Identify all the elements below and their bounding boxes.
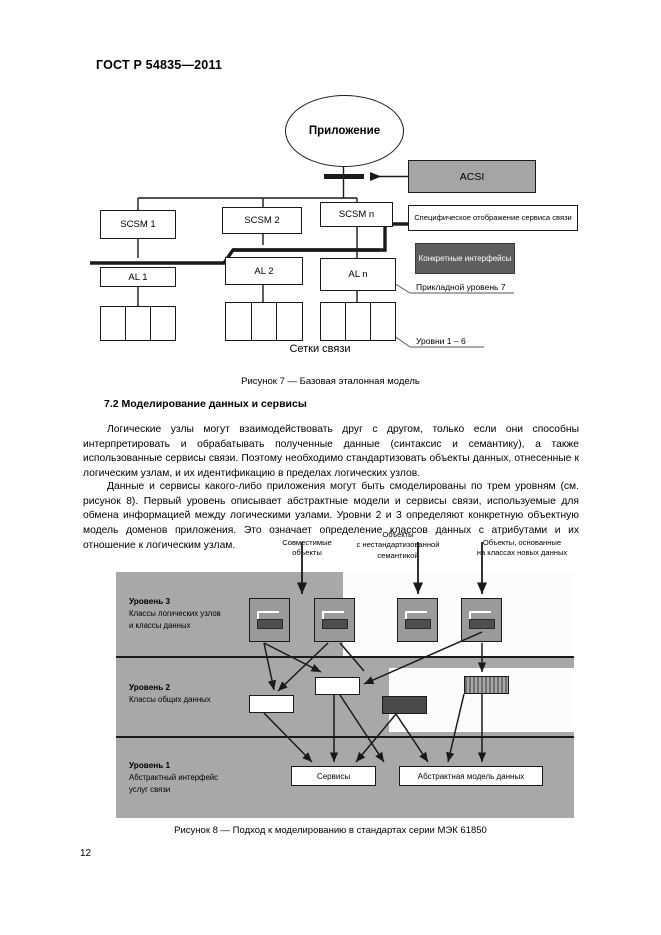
top-label-compatible-line1: Совместимые bbox=[282, 538, 332, 547]
level-divider-3-2 bbox=[116, 656, 574, 658]
level2-data-class-box-1 bbox=[249, 695, 294, 713]
level-3-desc-line2: и классы данных bbox=[129, 620, 191, 630]
level-1-label: Уровень 1 Абстрактный интерфейс услуг св… bbox=[129, 760, 218, 796]
level3-object-box-2 bbox=[314, 598, 355, 642]
figure-7-caption: Рисунок 7 — Базовая эталонная модель bbox=[241, 376, 420, 387]
annotation-application-layer: Прикладной уровень 7 bbox=[416, 282, 506, 292]
paragraph-1: Логические узлы могут взаимодействовать … bbox=[83, 424, 579, 480]
document-header: ГОСТ Р 54835—2011 bbox=[96, 58, 223, 72]
figure-7-diagram: Приложение ACSI Специфическое отображени… bbox=[80, 95, 580, 370]
level3-object-box-3 bbox=[397, 598, 438, 642]
level-3-title: Уровень 3 bbox=[129, 597, 171, 606]
level-3-label: Уровень 3 Классы логических узлов и клас… bbox=[129, 596, 221, 632]
network-grid-3 bbox=[320, 302, 396, 341]
figure-8-top-label-compatible: Совместимые объекты bbox=[252, 538, 362, 559]
scsm-n-box: SCSM n bbox=[320, 202, 393, 227]
network-grid-1 bbox=[100, 306, 176, 341]
concrete-interfaces-box: Конкретные интерфейсы bbox=[415, 243, 515, 274]
level-2-title: Уровень 2 bbox=[129, 683, 171, 692]
acsi-interface-bar bbox=[324, 174, 364, 179]
specific-mapping-box: Специфическое отображение сервиса связи bbox=[408, 205, 578, 231]
level2-data-class-box-4 bbox=[464, 676, 509, 694]
figure-8-top-label-newdata: Объекты, основанные на классах новых дан… bbox=[460, 538, 584, 559]
level-3-desc-line1: Классы логических узлов bbox=[129, 609, 221, 619]
paragraph-2: Данные и сервисы какого-либо приложения … bbox=[83, 481, 579, 551]
level-2-label: Уровень 2 Классы общих данных bbox=[129, 682, 211, 706]
al-1-box: AL 1 bbox=[100, 267, 176, 287]
application-node: Приложение bbox=[285, 95, 404, 167]
figure-8-diagram: Уровень 3 Классы логических узлов и клас… bbox=[116, 542, 574, 818]
scsm-2-box: SCSM 2 bbox=[222, 207, 302, 234]
level2-data-class-box-2 bbox=[315, 677, 360, 695]
abstract-data-model-box: Абстрактная модель данных bbox=[399, 766, 543, 786]
figure-8-top-label-nonstandard: Объекты с нестандартизованной семантикой bbox=[336, 530, 460, 561]
services-box: Сервисы bbox=[291, 766, 376, 786]
network-grid-2 bbox=[225, 302, 303, 341]
section-heading-7-2: 7.2 Моделирование данных и сервисы bbox=[104, 398, 307, 410]
top-label-newdata-line2: на классах новых данных bbox=[476, 548, 568, 558]
top-label-newdata-line1: Объекты, основанные bbox=[482, 538, 562, 547]
top-label-nonstandard-line1: Объекты bbox=[382, 530, 414, 539]
top-label-nonstandard-line2: с нестандартизованной bbox=[356, 540, 440, 550]
level-1-title: Уровень 1 bbox=[129, 761, 171, 770]
figure-8-caption: Рисунок 8 — Подход к моделированию в ста… bbox=[174, 825, 487, 836]
top-label-nonstandard-line3: семантикой bbox=[377, 550, 419, 560]
networks-label: Сетки связи bbox=[289, 343, 351, 355]
annotation-layers-1-6: Уровни 1 – 6 bbox=[416, 336, 466, 346]
level-1-desc-line1: Абстрактный интерфейс bbox=[129, 773, 219, 783]
scsm-1-box: SCSM 1 bbox=[100, 210, 176, 239]
level3-object-box-1 bbox=[249, 598, 290, 642]
level-2-desc-line1: Классы общих данных bbox=[129, 695, 211, 705]
level2-data-class-box-3 bbox=[382, 696, 427, 714]
al-n-box: AL n bbox=[320, 258, 396, 291]
level3-object-box-4 bbox=[461, 598, 502, 642]
level-divider-2-1 bbox=[116, 736, 574, 738]
acsi-box: ACSI bbox=[408, 160, 536, 193]
figure-8-connectors bbox=[263, 542, 488, 763]
top-label-compatible-line2: объекты bbox=[292, 548, 322, 558]
al-2-box: AL 2 bbox=[225, 257, 303, 285]
level-1-desc-line2: услуг связи bbox=[129, 784, 171, 794]
page-number: 12 bbox=[80, 848, 92, 859]
